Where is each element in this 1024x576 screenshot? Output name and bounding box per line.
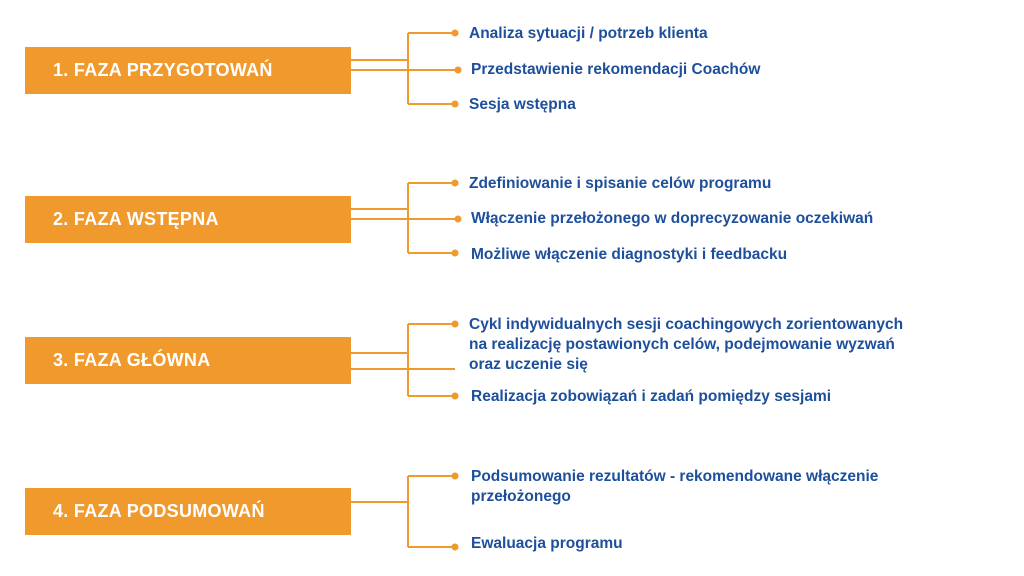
connector-phase-2 bbox=[351, 182, 458, 254]
phase-4-label: 4. FAZA PODSUMOWAŃ bbox=[53, 501, 265, 521]
phase-2-label: 2. FAZA WSTĘPNA bbox=[53, 209, 219, 229]
phase-2-item-3: Możliwe włączenie diagnostyki i feedback… bbox=[471, 246, 788, 263]
connector-dot bbox=[451, 543, 459, 551]
phase-2-box: 2. FAZA WSTĘPNA bbox=[25, 196, 351, 243]
connector-phase-4 bbox=[351, 475, 455, 548]
connector-dot bbox=[451, 179, 459, 187]
phase-1-item-2: Przedstawienie rekomendacji Coachów bbox=[471, 61, 761, 78]
phase-3-box: 3. FAZA GŁÓWNA bbox=[25, 337, 351, 384]
phase-4-item-2: Ewaluacja programu bbox=[471, 535, 623, 552]
phase-1-label: 1. FAZA PRZYGOTOWAŃ bbox=[53, 60, 273, 80]
phase-2-item-1: Zdefiniowanie i spisanie celów programu bbox=[469, 175, 772, 192]
phase-4-box: 4. FAZA PODSUMOWAŃ bbox=[25, 488, 351, 535]
phase-4-item-1: Podsumowanie rezultatów - rekomendowane … bbox=[471, 468, 879, 505]
connector-dot bbox=[454, 215, 462, 223]
connector-dot bbox=[451, 100, 459, 108]
phase-1-box: 1. FAZA PRZYGOTOWAŃ bbox=[25, 47, 351, 94]
phase-3-item-2: Realizacja zobowiązań i zadań pomiędzy s… bbox=[471, 388, 832, 405]
phase-3-label: 3. FAZA GŁÓWNA bbox=[53, 350, 211, 370]
connector-dot bbox=[451, 320, 459, 328]
connector-dot bbox=[451, 29, 459, 37]
phase-1-item-1: Analiza sytuacji / potrzeb klienta bbox=[469, 25, 708, 42]
connector-dot bbox=[451, 472, 459, 480]
connector-dot bbox=[451, 392, 459, 400]
phase-1-item-3: Sesja wstępna bbox=[469, 96, 576, 113]
connector-dot bbox=[451, 249, 459, 257]
phase-3-item-1: Cykl indywidualnych sesji coachingowych … bbox=[469, 316, 904, 373]
connector-dot bbox=[454, 66, 462, 74]
connector-phase-3 bbox=[351, 323, 455, 397]
connector-phase-1 bbox=[351, 32, 458, 105]
phase-2-item-2: Włączenie przełożonego w doprecyzowanie … bbox=[471, 210, 874, 227]
